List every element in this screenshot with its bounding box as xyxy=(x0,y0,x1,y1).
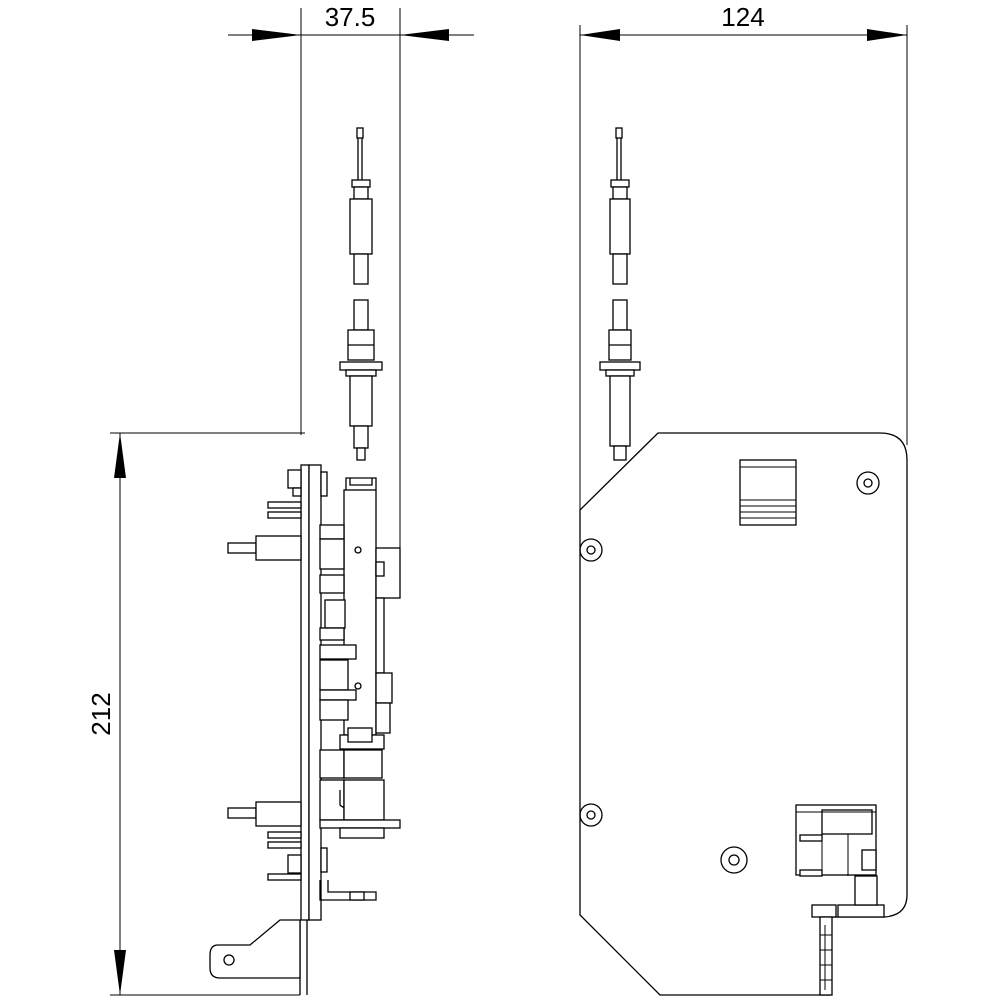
side-left-bosses xyxy=(227,469,302,881)
front-probe-upper xyxy=(609,127,631,285)
front-terminal-block xyxy=(795,804,885,918)
front-window xyxy=(739,459,797,526)
side-probe-upper xyxy=(349,127,373,285)
dimension-label-37-5: 37.5 xyxy=(325,2,376,32)
dimension-width-front: 124 xyxy=(579,2,908,510)
dimension-width-side: 37.5 xyxy=(228,2,474,598)
front-connector-pins xyxy=(819,916,833,996)
front-probe-lower xyxy=(599,299,641,461)
dimension-height: 212 xyxy=(86,432,305,996)
front-holes xyxy=(579,471,880,874)
dimension-label-124: 124 xyxy=(721,2,764,32)
side-mechanism xyxy=(319,477,401,901)
dimension-label-212: 212 xyxy=(86,692,116,735)
side-mounting-bracket xyxy=(209,919,308,995)
side-probe-lower xyxy=(339,299,383,461)
